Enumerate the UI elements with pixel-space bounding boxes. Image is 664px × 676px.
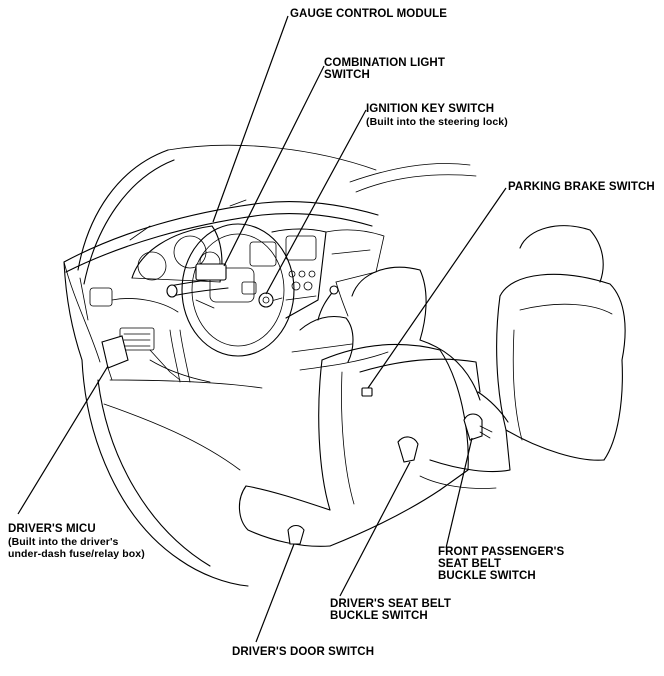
leader-drivers-seat-belt-buckle [339,461,411,597]
vehicle-interior-drawing [63,144,626,587]
label-drivers-micu: DRIVER'S MICU [8,523,96,535]
label-ignition-key-switch: IGNITION KEY SWITCH [366,103,495,115]
leader-parking-brake-switch [367,187,507,389]
leader-drivers-micu [17,365,109,515]
label-gauge-control-module: GAUGE CONTROL MODULE [290,8,448,20]
leader-ignition-key-switch [265,109,367,295]
label-combination-light-switch: COMBINATION LIGHT SWITCH [324,57,445,81]
leader-lines [17,15,507,643]
leader-front-passenger-buckle [445,437,473,549]
label-ignition-key-switch-note: (Built into the steering lock) [366,116,508,128]
leader-drivers-door-switch [255,543,295,643]
leader-gauge-control-module [212,15,289,223]
label-drivers-door-switch: DRIVER'S DOOR SWITCH [232,646,375,658]
label-front-passenger-seat-belt-buckle-switch: FRONT PASSENGER'S SEAT BELT BUCKLE SWITC… [438,546,565,582]
leader-combination-light-switch [223,65,325,267]
label-drivers-micu-note: (Built into the driver's under-dash fuse… [8,536,145,560]
label-drivers-seat-belt-buckle-switch: DRIVER'S SEAT BELT BUCKLE SWITCH [330,598,452,622]
label-parking-brake-switch: PARKING BRAKE SWITCH [508,181,655,193]
